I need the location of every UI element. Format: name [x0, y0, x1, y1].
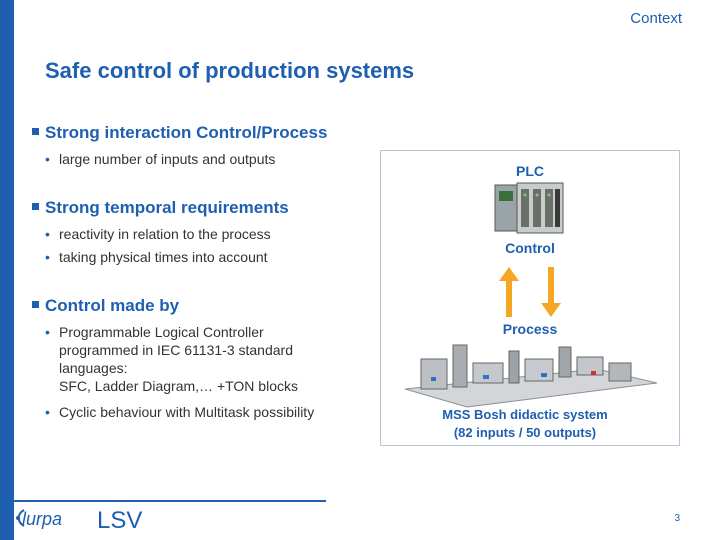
bullet-dot-icon: • — [45, 324, 50, 340]
slide-title: Safe control of production systems — [45, 58, 415, 83]
plc-device-icon — [494, 182, 564, 234]
footer-divider — [14, 500, 326, 502]
bullet-dot-icon: • — [45, 249, 50, 265]
lurpa-logo: lurpa — [22, 509, 63, 529]
down-arrow-icon — [541, 267, 561, 317]
bullet-item-plc: •Programmable Logical Controller program… — [45, 324, 298, 394]
control-label: Control — [505, 240, 555, 256]
bullet-dot-icon: • — [45, 404, 50, 420]
production-system-image — [404, 344, 658, 408]
bullet-dot-icon: • — [45, 226, 50, 242]
bullet-item-cyclic: •Cyclic behaviour with Multitask possibi… — [45, 404, 315, 420]
bullet-item: •large number of inputs and outputs — [45, 151, 276, 167]
lurpa-logo-mark-icon — [16, 509, 25, 527]
lsv-logo: LSV — [97, 507, 143, 534]
bullet-item: •reactivity in relation to the process — [45, 226, 271, 242]
illustration-panel: PLC Control Process MSS Bosh — [380, 150, 680, 446]
bullet-dot-icon: • — [45, 151, 50, 167]
section-heading-interaction: Strong interaction Control/Process — [32, 123, 327, 143]
section-heading-control: Control made by — [32, 296, 179, 316]
left-accent-bar — [0, 0, 14, 540]
caption-line-2: (82 inputs / 50 outputs) — [453, 425, 597, 440]
section-heading-temporal: Strong temporal requirements — [32, 198, 289, 218]
process-label: Process — [502, 321, 558, 337]
plc-label: PLC — [516, 163, 544, 179]
square-bullet-icon — [32, 128, 39, 136]
caption-line-1: MSS Bosh didactic system — [442, 407, 608, 422]
bullet-item: •taking physical times into account — [45, 249, 268, 265]
up-arrow-icon — [499, 267, 519, 317]
context-label: Context — [630, 10, 682, 27]
square-bullet-icon — [32, 203, 39, 211]
square-bullet-icon — [32, 301, 39, 309]
page-number: 3 — [674, 513, 680, 524]
